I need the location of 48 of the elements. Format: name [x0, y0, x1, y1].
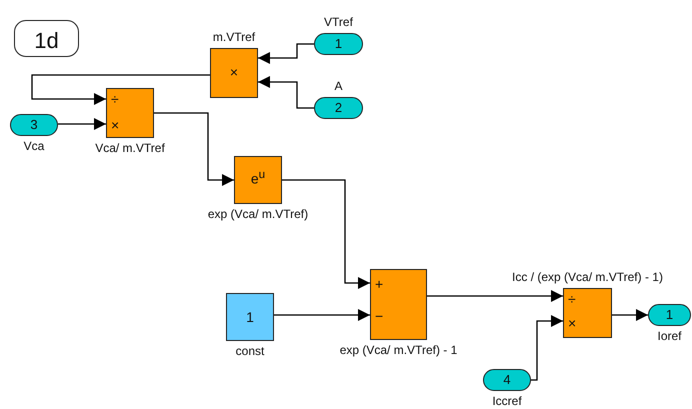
block-caption: exp (Vca/ m.VTref) - 1 [340, 344, 458, 356]
block-caption: const [236, 345, 264, 357]
diagram-label: 1d [33, 30, 60, 52]
operator-symbol: ÷ [111, 92, 119, 106]
function-block [563, 288, 612, 338]
port-block [483, 369, 531, 391]
signal-arrow [58, 118, 106, 130]
port-number: 1 [664, 308, 674, 321]
operator-symbol: × [568, 316, 576, 330]
operator-symbol: × [228, 65, 240, 79]
signal-arrow [274, 309, 370, 321]
port-block [314, 33, 363, 55]
signal-arrow [154, 112, 234, 186]
operator-symbol: − [375, 309, 384, 323]
signal-arrow [258, 76, 314, 109]
block-caption: m.VTref [212, 31, 256, 43]
port-block [10, 114, 58, 136]
constant-value: 1 [245, 310, 255, 324]
signal-arrow [612, 309, 648, 321]
title-box [14, 20, 79, 57]
block-caption: Icc / (exp (Vca/ m.VTref) - 1) [512, 271, 663, 283]
operator-symbol: + [375, 277, 384, 291]
port-number: 3 [29, 118, 39, 131]
signal-arrow [31, 74, 210, 105]
port-number: 2 [334, 101, 344, 114]
function-block [234, 156, 282, 204]
block-caption: Vca [24, 140, 44, 152]
operator-symbol: × [111, 118, 120, 132]
port-block [648, 304, 691, 326]
function-block [370, 269, 427, 340]
constant-block [226, 293, 274, 341]
block-caption: Iccref [492, 395, 522, 407]
signal-arrow [282, 179, 370, 289]
port-number: 4 [502, 373, 512, 386]
signal-arrow [427, 290, 563, 302]
block-caption: exp (Vca/ m.VTref) [208, 208, 308, 220]
block-caption: Ioref [658, 330, 682, 342]
port-block [314, 97, 363, 119]
function-block [210, 48, 258, 98]
signal-arrow [531, 315, 563, 381]
function-block [106, 88, 154, 138]
port-number: 1 [334, 37, 344, 50]
signal-arrow [258, 43, 314, 64]
operator-symbol: e$^{u}$ [250, 169, 266, 186]
block-caption: VTref [324, 16, 353, 28]
block-caption: A [334, 80, 342, 92]
operator-symbol: ÷ [568, 292, 576, 306]
block-caption: Vca/ m.VTref [95, 142, 165, 154]
